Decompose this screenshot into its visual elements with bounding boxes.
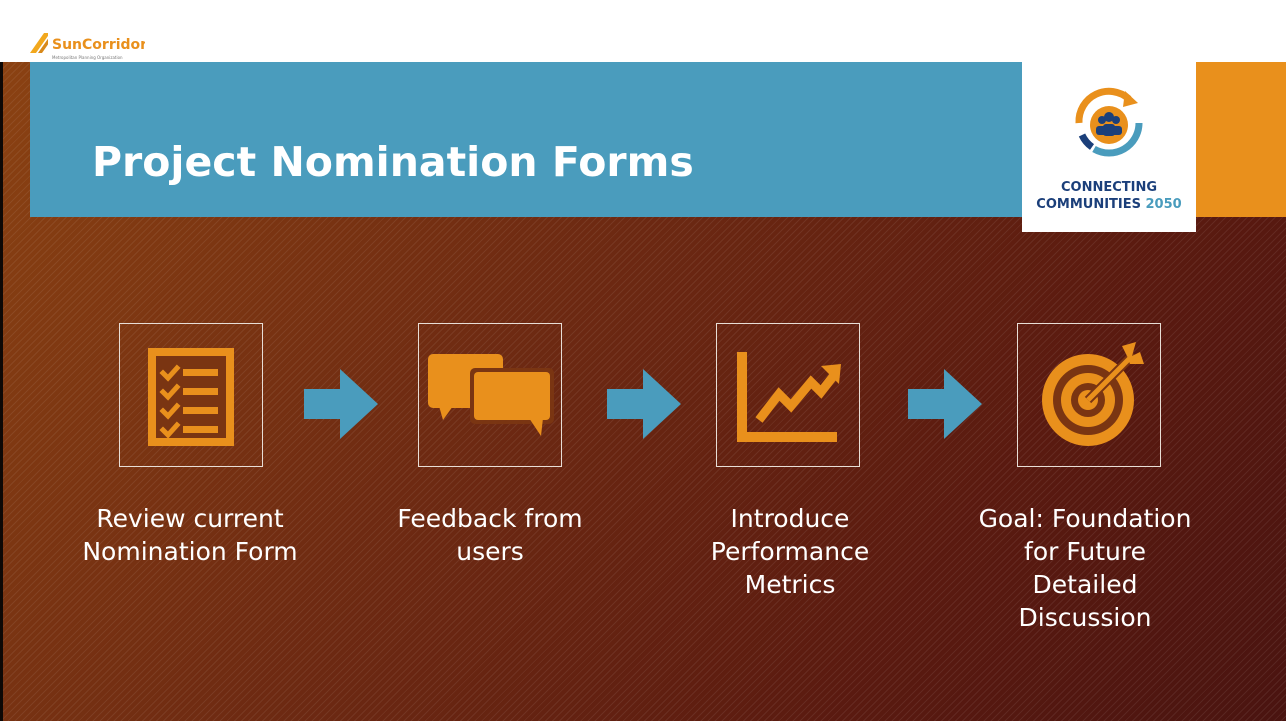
step-goal-label: Goal: Foundation for Future Detailed Dis… xyxy=(978,504,1192,632)
step-review-box xyxy=(119,323,263,467)
speech-bubbles-icon xyxy=(428,354,554,436)
top-strip xyxy=(0,0,1286,62)
checklist-icon xyxy=(148,348,234,446)
badge-line1: CONNECTING xyxy=(1060,180,1158,195)
badge-year: 2050 xyxy=(1145,197,1182,212)
trend-chart-icon xyxy=(737,352,841,442)
arrow-2-icon xyxy=(607,369,681,439)
left-edge xyxy=(0,0,3,721)
logo-text-sun: SunCorridor xyxy=(52,37,145,53)
connecting-communities-badge: CONNECTING COMMUNITIES 2050 xyxy=(1022,61,1196,232)
target-icon xyxy=(1042,342,1144,446)
logo-subtitle: Metropolitan Planning Organization xyxy=(52,55,123,60)
step-metrics-box xyxy=(716,323,860,467)
step-feedback-box xyxy=(418,323,562,467)
badge-text: CONNECTING COMMUNITIES 2050 xyxy=(1022,179,1196,213)
step-feedback-label: Feedback from users xyxy=(397,504,583,566)
title-band xyxy=(30,62,1070,217)
page-title: Project Nomination Forms xyxy=(92,138,694,186)
badge-line2-prefix: COMMUNITIES xyxy=(1036,197,1141,212)
arrow-3-icon xyxy=(908,369,982,439)
step-goal-box xyxy=(1017,323,1161,467)
badge-line2: COMMUNITIES 2050 xyxy=(1022,196,1196,213)
step-review-label: Review current Nomination Form xyxy=(82,504,298,566)
suncorridor-logo: SunCorridor Metropolitan Planning Organi… xyxy=(30,28,147,62)
arrow-1-icon xyxy=(304,369,378,439)
step-metrics-label: Introduce Performance Metrics xyxy=(710,504,870,599)
